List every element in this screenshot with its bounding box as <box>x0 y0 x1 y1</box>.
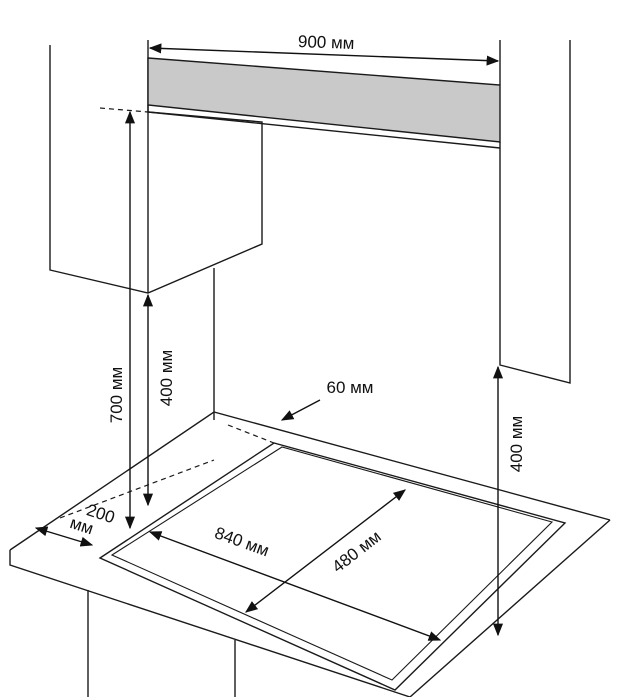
label-rear-offset: 60 мм <box>326 378 373 397</box>
arrow-60 <box>280 399 321 421</box>
label-cutout-depth: 480 мм <box>329 527 385 577</box>
countertop <box>9 411 611 697</box>
arrow-200 <box>34 526 94 547</box>
label-cutout-width: 840 мм <box>212 523 272 560</box>
range-hood <box>147 40 501 149</box>
arrow-840 <box>148 531 442 641</box>
right-wall-cabinet <box>499 40 571 384</box>
label-cabinet-clearance-left: 400 мм <box>157 350 176 406</box>
arrow-900 <box>148 43 500 66</box>
dashed-guides <box>59 107 275 519</box>
label-hood-width: 900 мм <box>298 32 355 53</box>
arrow-480 <box>245 489 406 613</box>
dimension-arrows <box>34 43 504 641</box>
label-top-clearance: 700 мм <box>107 367 126 423</box>
label-cabinet-clearance-right: 400 мм <box>507 416 526 472</box>
